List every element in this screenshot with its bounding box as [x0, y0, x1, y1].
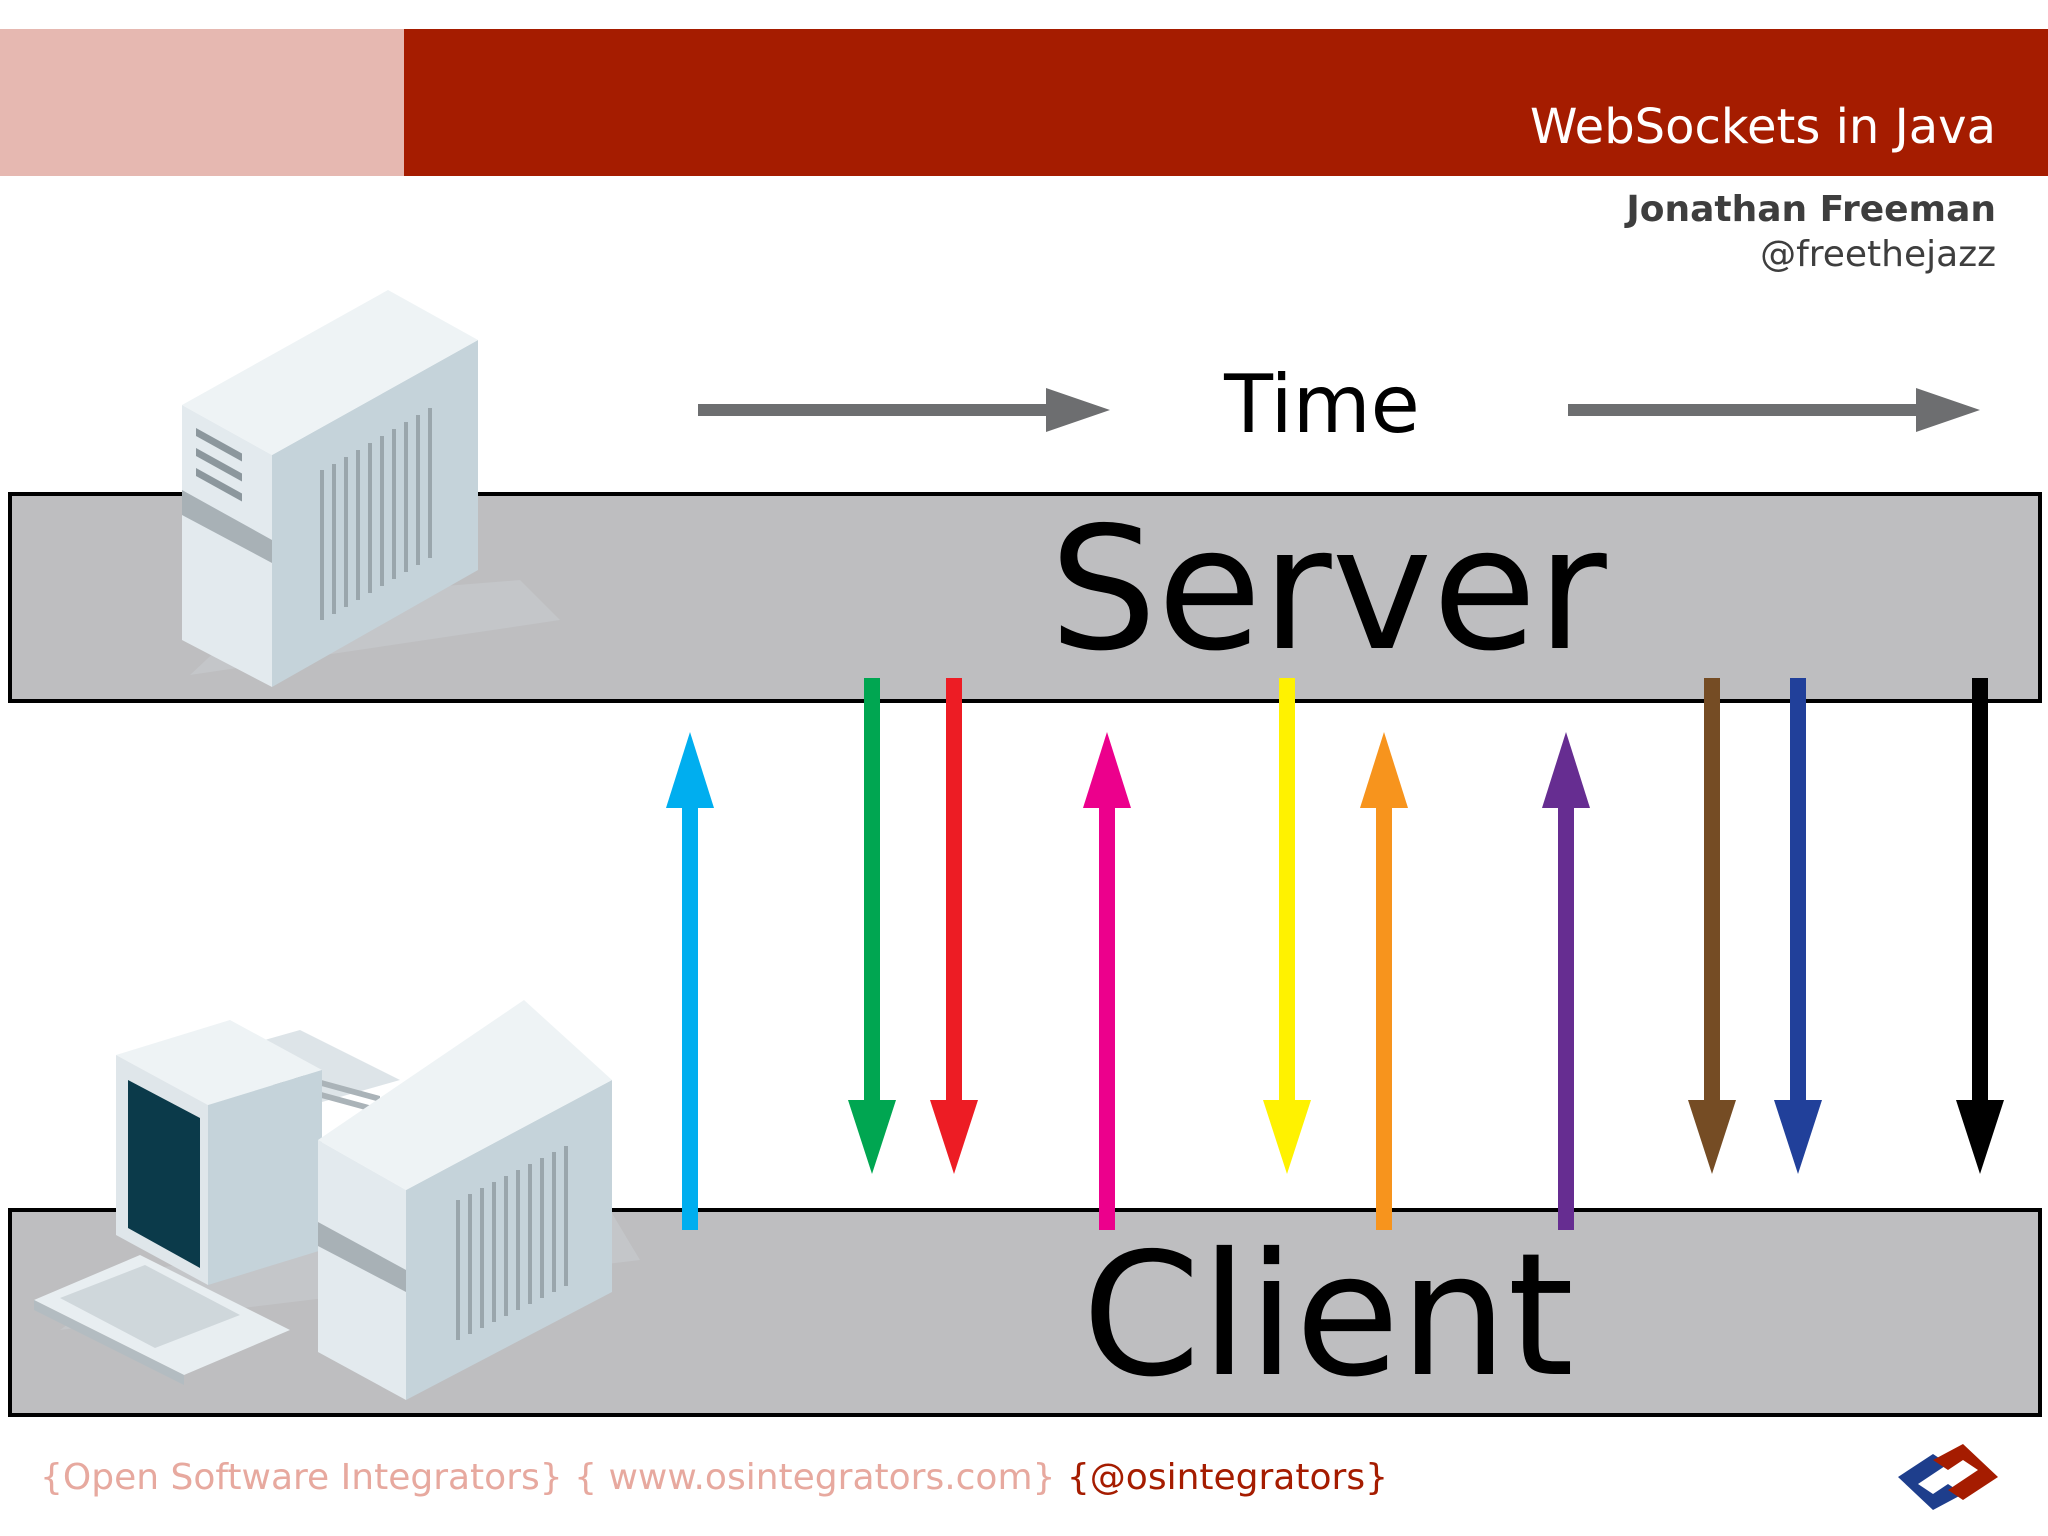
footer-twitter-link[interactable]: {@osintegrators} [1066, 1457, 1388, 1498]
message-arrow-4 [1083, 732, 1131, 1230]
message-arrow-shaft [1558, 800, 1574, 1230]
message-arrows [666, 678, 2004, 1230]
message-arrow-head [848, 1100, 896, 1174]
message-arrow-head [1263, 1100, 1311, 1174]
message-arrow-shaft [682, 800, 698, 1230]
message-arrow-head [1774, 1100, 1822, 1174]
message-arrow-head [1542, 732, 1590, 808]
author-block: Jonathan Freeman @freethejazz [1626, 188, 1996, 278]
message-arrow-3 [930, 678, 978, 1174]
message-arrow-shaft [1099, 800, 1115, 1230]
message-arrow-shaft [1279, 678, 1295, 1108]
client-label: Client [1082, 1217, 1574, 1415]
message-arrow-shaft [1790, 678, 1806, 1108]
message-arrow-head [1360, 732, 1408, 808]
message-arrow-6 [1360, 732, 1408, 1230]
message-arrow-shaft [864, 678, 880, 1108]
message-arrow-shaft [1704, 678, 1720, 1108]
client-computer-icon [34, 1000, 640, 1400]
message-arrow-head [1956, 1100, 2004, 1174]
header-bar [404, 29, 2048, 176]
footer-brand: {Open Software Integrators} [40, 1457, 563, 1498]
message-arrow-9 [1774, 678, 1822, 1174]
message-arrow-shaft [946, 678, 962, 1108]
author-name: Jonathan Freeman [1626, 189, 1996, 230]
server-tower-icon [182, 290, 560, 687]
message-arrow-2 [848, 678, 896, 1174]
server-label: Server [1049, 491, 1607, 689]
message-arrow-head [1083, 732, 1131, 808]
footer-website-link[interactable]: { www.osintegrators.com} [574, 1457, 1056, 1498]
header-accent-block [0, 29, 404, 176]
time-arrow-right [1568, 388, 1980, 432]
company-logo-icon [1898, 1444, 1998, 1510]
message-arrow-shaft [1376, 800, 1392, 1230]
message-arrow-10 [1956, 678, 2004, 1174]
author-handle: @freethejazz [1760, 234, 1996, 275]
message-arrow-head [666, 732, 714, 808]
message-arrow-8 [1688, 678, 1736, 1174]
time-arrow-left [698, 388, 1110, 432]
message-arrow-shaft [1972, 678, 1988, 1108]
message-arrow-head [1688, 1100, 1736, 1174]
message-arrow-head [930, 1100, 978, 1174]
message-arrow-7 [1542, 732, 1590, 1230]
message-arrow-1 [666, 732, 714, 1230]
time-label: Time [1223, 358, 1420, 451]
message-arrow-5 [1263, 678, 1311, 1174]
footer: {Open Software Integrators} { www.osinte… [40, 1454, 1388, 1502]
deck-title: WebSockets in Java [1530, 99, 1996, 155]
